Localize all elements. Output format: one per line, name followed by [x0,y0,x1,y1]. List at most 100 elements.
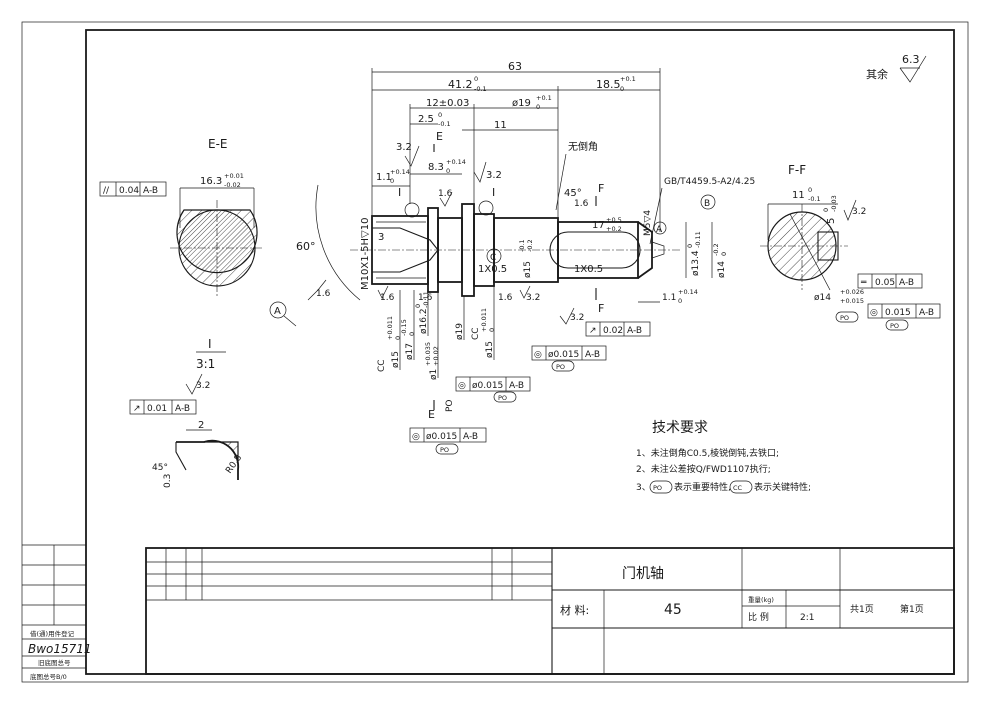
svg-text:A-B: A-B [175,404,190,414]
svg-text:-0.02: -0.02 [224,181,241,189]
svg-text:ø17: ø17 [405,343,415,360]
svg-text:-0.1: -0.1 [808,195,821,203]
svg-text:0.02: 0.02 [603,326,623,336]
svg-text:0: 0 [686,244,694,248]
svg-text:ø15: ø15 [391,351,401,368]
svg-text:-0.1: -0.1 [518,239,526,252]
svg-text:-0.15: -0.15 [400,319,408,336]
svg-text:A-B: A-B [627,326,642,336]
dim-18: 18.5 [596,78,621,91]
detail-mark-i-right: I [492,186,495,199]
roughness-other-label: 其余 [866,67,888,81]
svg-text:0.04: 0.04 [119,186,139,196]
svg-text:45°: 45° [152,463,168,473]
section-e-e-label: E-E [208,137,228,151]
svg-text:2: 2 [198,420,204,431]
svg-text:0: 0 [620,85,624,93]
svg-text:ø16.2: ø16.2 [419,308,429,334]
svg-text:0: 0 [822,208,830,212]
svg-text:◎: ◎ [870,308,878,318]
technical-requirements: 技术要求 1、未注倒角C0.5,棱锐倒钝,去铁口; 2、未注公差按Q/FWD11… [636,420,811,494]
datum-a-marker [269,301,287,319]
section-f-f: F-F 11 0 -0.1 5 0 -0.03 3.2 ø14 +0.026 +… [760,163,866,323]
svg-text:17: 17 [592,220,605,231]
svg-text:0: 0 [720,252,728,256]
svg-text:+0.1: +0.1 [620,75,636,83]
center-hole-standard: GB/T4459.5-A2/4.25 [664,177,755,187]
gdt-frames: // 0.04 A-B ↗ 0.02 A-B ◎ ø0.015 A-B PO ◎… [99,181,941,455]
svg-text:+0.5: +0.5 [606,216,622,224]
svg-text:45°: 45° [564,188,582,199]
svg-text:+0.015: +0.015 [840,297,864,305]
svg-text:+0.14: +0.14 [390,168,410,176]
svg-text:0.3: 0.3 [163,474,173,488]
svg-text:↗: ↗ [133,404,141,414]
svg-text:0: 0 [536,103,540,111]
shaft-main-view [350,200,680,297]
section-mark-f-bottom: F [598,302,604,315]
base-drawing-label: 底图总号B/0 [30,672,67,681]
svg-text:↗: ↗ [589,326,597,336]
tech-line-3-prefix: 3、 [636,483,651,493]
svg-text:+0.14: +0.14 [678,288,698,296]
dim-41: 41.2 [448,78,473,91]
total-sheets: 共1页 [850,604,874,615]
svg-text:-0.11: -0.11 [422,291,430,308]
svg-text:3.2: 3.2 [196,381,210,391]
cc-mark-left: CC [377,359,387,372]
svg-text:A-B: A-B [463,432,478,442]
svg-text:ø15: ø15 [485,341,495,358]
svg-text:-0.1: -0.1 [474,85,487,93]
no-chamfer-note: 无倒角 [568,141,598,153]
svg-text:1.6: 1.6 [316,289,331,299]
dim-12: 12±0.03 [426,98,469,109]
outer-frame [21,21,969,683]
svg-text:◎: ◎ [458,381,466,391]
svg-text:5: 5 [826,218,837,224]
svg-text:A-B: A-B [509,381,524,391]
svg-text:ø14: ø14 [814,293,831,303]
svg-text:ø0.015: ø0.015 [548,350,579,360]
datum-c-marker [486,248,502,264]
svg-text:PO: PO [440,446,449,454]
svg-text:M5▽4: M5▽4 [643,210,653,236]
svg-text:ø0.015: ø0.015 [426,432,457,442]
svg-text:3.2: 3.2 [486,170,502,181]
section-mark-e-bottom: E [428,408,435,421]
svg-text:-0.11: -0.11 [694,231,702,248]
scale-label: 比 例 [748,611,769,623]
svg-text:◎: ◎ [534,350,542,360]
svg-text:PO: PO [498,394,507,402]
svg-text:1.1: 1.1 [662,293,676,303]
section-f-f-label: F-F [788,163,806,177]
registration-label: 借(通)用件登记 [30,629,75,638]
svg-text:═: ═ [860,278,867,288]
dim-1-1-left: 1.1 [376,172,392,183]
svg-text:+0.011: +0.011 [386,316,394,340]
svg-text:+0.14: +0.14 [446,158,466,166]
svg-text:A: A [274,306,281,317]
svg-text:0: 0 [408,332,416,336]
svg-text://: // [103,186,110,196]
svg-text:3.2: 3.2 [526,293,540,303]
svg-text:A-B: A-B [899,278,914,288]
svg-text:ø14: ø14 [717,261,727,278]
svg-text:A: A [656,225,663,235]
svg-text:PO: PO [556,363,565,371]
svg-text:0.05: 0.05 [875,278,895,288]
section-mark-f-top: F [598,182,604,195]
sheet-number: 第1页 [900,603,924,615]
svg-text:+0.026: +0.026 [840,288,864,296]
svg-text:A-B: A-B [143,186,158,196]
svg-text:PO: PO [890,322,899,330]
general-roughness: 其余 6.3 [866,53,927,83]
cc-mark-right: CC [471,327,481,340]
svg-text:+0.1: +0.1 [536,94,552,102]
dim-2-5: 2.5 [418,114,434,125]
svg-text:R0.8: R0.8 [224,453,244,476]
detail-i-scale: 3:1 [196,357,215,371]
svg-text:3.2: 3.2 [570,313,584,323]
svg-text:◎: ◎ [412,432,420,442]
svg-text:1.6: 1.6 [418,293,433,303]
